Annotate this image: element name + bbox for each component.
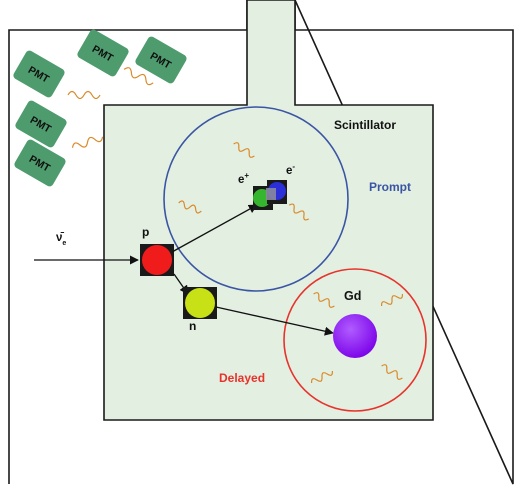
photon-wiggle <box>381 293 403 307</box>
antineutrino-label: ν̄e <box>56 232 66 247</box>
photon-wiggle <box>311 370 333 384</box>
pmt-3: PMT <box>135 36 187 84</box>
scintillator-label: Scintillator <box>334 118 396 132</box>
photon-wiggle <box>233 142 255 158</box>
gadolinium-nucleus <box>333 314 377 358</box>
photon-wiggle <box>71 136 104 148</box>
pmt-1: PMT <box>13 50 65 98</box>
delayed-region-circle <box>283 268 427 412</box>
prompt-label: Prompt <box>369 180 411 194</box>
positron-label: e+ <box>238 171 249 186</box>
photon-wiggle <box>67 90 101 100</box>
gadolinium-label: Gd <box>344 289 361 303</box>
neutron-track-arrow <box>215 306 334 336</box>
delayed-label: Delayed <box>219 371 265 385</box>
photon-wiggle <box>178 200 202 214</box>
prompt-region-circle <box>163 106 349 292</box>
prompt-photon-wiggles <box>178 142 310 221</box>
pmt-5: PMT <box>14 139 66 187</box>
proton-label: p <box>142 225 149 239</box>
photon-wiggle <box>288 203 310 221</box>
pmt-2: PMT <box>77 29 129 77</box>
pmt-4: PMT <box>15 100 67 148</box>
photon-wiggle <box>381 364 403 380</box>
neutron <box>185 288 215 318</box>
proton <box>142 245 172 275</box>
delayed-photon-wiggles <box>311 292 403 384</box>
annihilation-overlap <box>266 188 276 200</box>
photon-wiggle <box>123 67 154 86</box>
pmt-photon-wiggles <box>67 67 154 148</box>
neutron-label: n <box>189 319 196 333</box>
photon-wiggle <box>313 292 335 308</box>
positron-track-arrow <box>171 204 258 253</box>
electron-label: e- <box>286 162 295 177</box>
